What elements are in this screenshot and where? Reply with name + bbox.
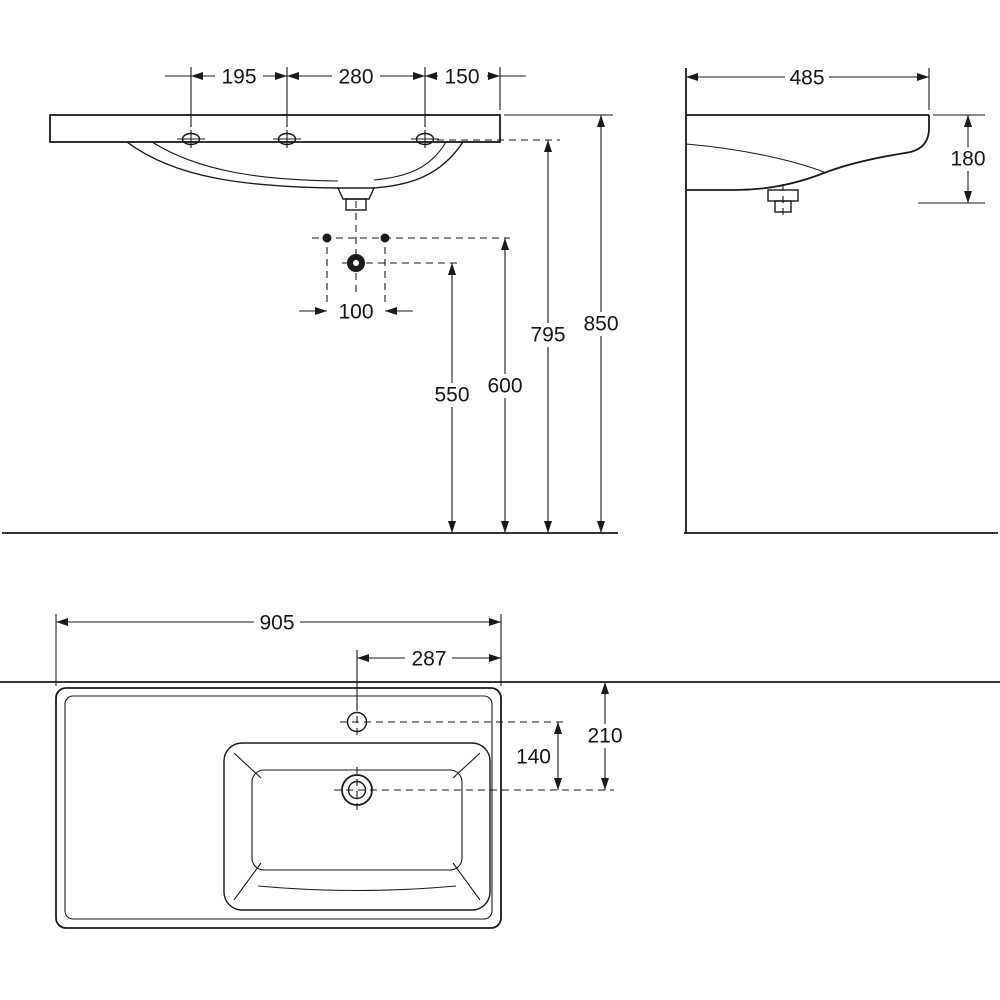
- fixing-hole-right: [380, 233, 390, 243]
- dim-label-bg: [947, 147, 989, 171]
- dim-label-bg: [215, 64, 263, 88]
- front-view: 100 195 280 150 550 600 795 850: [2, 64, 622, 534]
- plan-bowl-corner-tl: [233, 752, 262, 779]
- plan-bowl-rim: [223, 742, 491, 911]
- dim-label-100: 100: [338, 301, 373, 324]
- dim-label-180: 180: [950, 148, 985, 171]
- front-drain-trap-upper: [336, 187, 376, 200]
- dim-label-280: 280: [338, 66, 373, 89]
- dim-label-140: 140: [516, 746, 551, 769]
- front-bowl-inner-left: [151, 141, 339, 182]
- dim-label-bg: [484, 374, 526, 398]
- plan-bowl-bottom-curve: [257, 885, 457, 892]
- front-bowl-outer-right: [373, 141, 464, 189]
- dim-label-bg: [584, 724, 626, 748]
- plan-bowl-corner-br: [452, 862, 481, 901]
- front-tap-hole-right: [411, 130, 439, 148]
- dim-label-195: 195: [221, 66, 256, 89]
- plan-bowl-corner-tr: [452, 752, 481, 779]
- dim-label-bg: [785, 65, 829, 89]
- fixing-hole-left: [322, 233, 332, 243]
- side-view: 485 180: [684, 65, 998, 534]
- dim-label-150: 150: [444, 66, 479, 89]
- front-bowl-inner-right: [373, 141, 447, 181]
- plan-basin-outline: [55, 687, 502, 929]
- plan-basin-inner-contour: [64, 695, 493, 920]
- dim-label-bg: [438, 64, 487, 88]
- dim-label-bg: [580, 312, 622, 336]
- dim-label-850: 850: [583, 313, 618, 336]
- front-drain-trap-lower: [345, 198, 367, 211]
- plan-view: 905 287 140 210: [0, 610, 1000, 929]
- dim-label-210: 210: [587, 725, 622, 748]
- dim-label-bg: [527, 323, 569, 347]
- dim-label-bg: [405, 646, 452, 670]
- side-basin-profile: [686, 115, 930, 191]
- dim-label-905: 905: [259, 612, 294, 635]
- front-basin-rim: [49, 114, 501, 143]
- dim-label-287: 287: [411, 648, 446, 671]
- plan-bowl-corner-bl: [233, 862, 262, 901]
- side-bowl-inner-line: [685, 143, 825, 173]
- front-tap-hole-left: [177, 130, 205, 148]
- dim-label-795: 795: [530, 324, 565, 347]
- front-tap-hole-center: [273, 130, 301, 148]
- dim-label-bg: [254, 610, 300, 634]
- dim-label-bg: [431, 383, 473, 407]
- drain-outlet-center: [353, 260, 359, 266]
- dim-label-485: 485: [789, 67, 824, 90]
- front-bowl-outer-left: [126, 141, 339, 189]
- dim-label-600: 600: [487, 375, 522, 398]
- dim-label-bg: [332, 64, 380, 88]
- dim-label-550: 550: [434, 384, 469, 407]
